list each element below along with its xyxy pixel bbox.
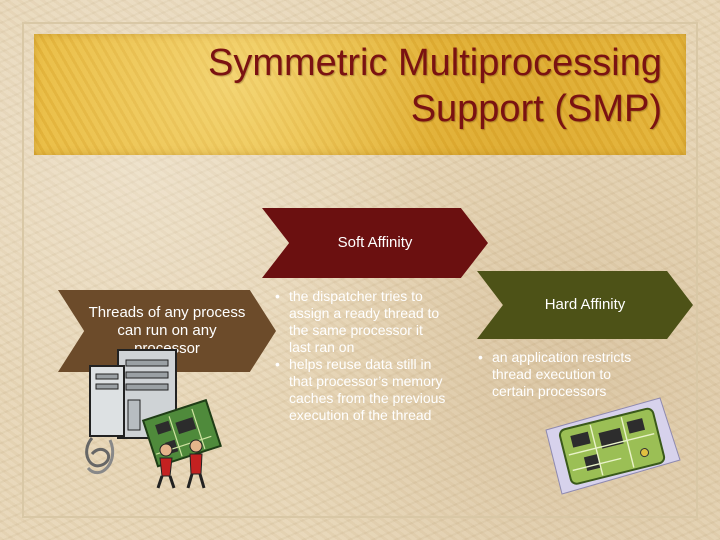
computer-people-circuit-clipart-icon [80,342,230,490]
hard-affinity-label: Hard Affinity [545,296,626,314]
soft-affinity-chevron: Soft Affinity [262,208,488,278]
title-line-2: Support (SMP) [62,86,662,132]
soft-affinity-bullet-2: helps reuse data still in that processor… [275,356,447,424]
title-line-1: Symmetric Multiprocessing [62,40,662,86]
slide-title: Symmetric Multiprocessing Support (SMP) [62,40,662,132]
soft-affinity-label: Soft Affinity [338,234,413,252]
soft-affinity-bullets: the dispatcher tries to assign a ready t… [275,288,447,424]
hard-affinity-chevron: Hard Affinity [477,271,693,339]
circuit-board-clipart-icon [538,390,686,500]
soft-affinity-bullet-1: the dispatcher tries to assign a ready t… [275,288,447,356]
